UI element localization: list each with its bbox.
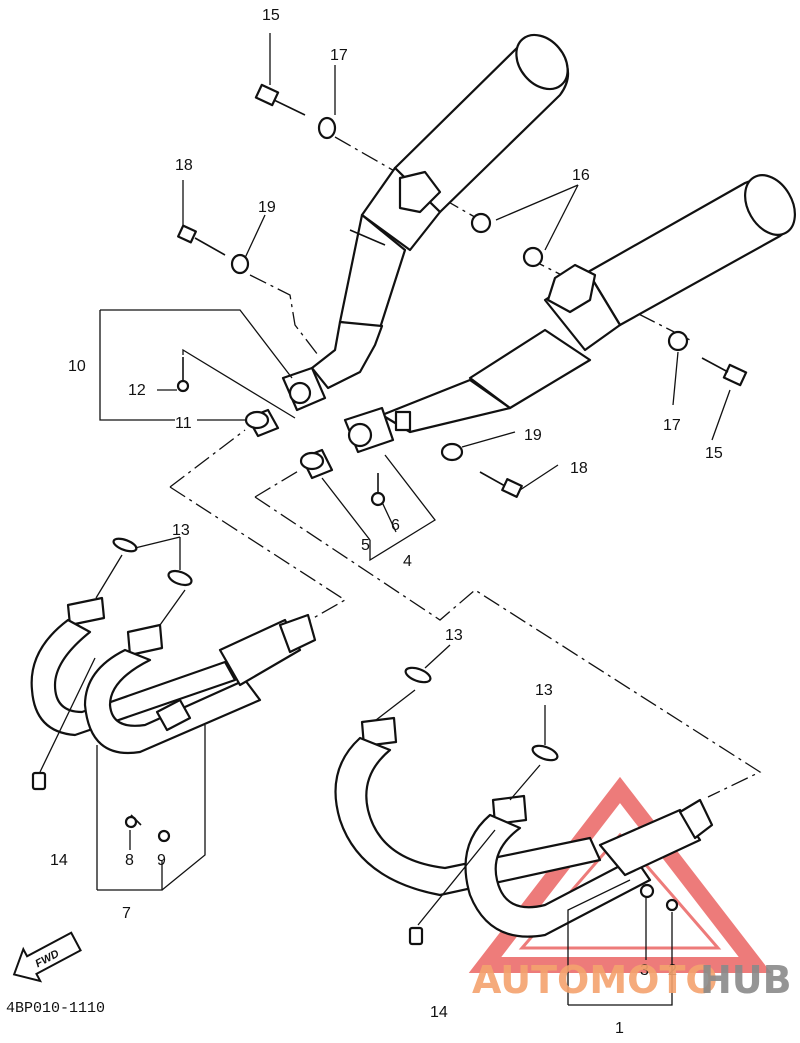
callout-2: 2 [668,962,677,979]
callout-13-a: 13 [172,522,190,539]
watermark-text-automoto: AUTOMOTO [472,958,718,1002]
callout-13-b: 13 [445,627,463,644]
bolt-12 [176,357,190,393]
gasket-5 [299,448,334,480]
bolt-18-left [177,224,226,256]
right-exhaust-pipe [334,666,714,946]
callout-19-top: 19 [258,199,276,216]
assembly-lines [169,136,762,798]
bolt-15-top [254,83,306,116]
callout-10: 10 [68,358,86,375]
callout-1: 1 [615,1020,624,1037]
bolt-6 [370,473,386,507]
callout-15-right: 15 [705,445,723,462]
callout-3: 3 [640,962,649,979]
callout-18-top: 18 [175,157,193,174]
watermark-text-hub: HUB [700,958,792,1002]
callout-15-top: 15 [262,7,280,24]
callout-17-top: 17 [330,47,348,64]
left-exhaust-pipe [30,537,317,791]
callout-8: 8 [125,852,134,869]
bolt-15-right [701,357,748,387]
callout-4: 4 [403,553,412,570]
bolt-8 [124,814,142,829]
bolt-18-right [479,471,523,498]
callout-9: 9 [157,852,166,869]
callout-17-right: 17 [663,417,681,434]
callout-16: 16 [572,167,590,184]
callout-18-right: 18 [570,460,588,477]
callout-12: 12 [128,382,146,399]
callout-14-right: 14 [430,1004,448,1021]
callout-labels: 15 17 18 19 16 10 12 11 17 15 19 18 5 6 … [50,7,723,1037]
nut-9 [157,829,171,843]
callout-19-right: 19 [524,427,542,444]
fwd-arrow-icon: FWD [12,931,82,983]
washers [230,116,689,462]
callout-13-c: 13 [535,682,553,699]
diagram-code: 4BP010-1110 [6,1000,105,1017]
gasket-11 [244,408,280,438]
leader-lines [39,33,731,1006]
clamp-right [343,406,412,454]
callout-6: 6 [391,517,400,534]
callout-11: 11 [175,415,192,432]
callout-7: 7 [122,905,131,922]
left-muffler [310,33,570,390]
right-muffler [380,174,796,434]
clamp-left [281,366,327,412]
callout-14-left: 14 [50,852,68,869]
callout-5: 5 [361,537,370,554]
